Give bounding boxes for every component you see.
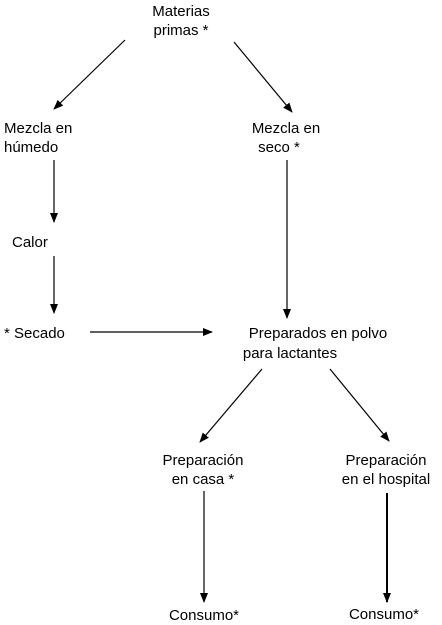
node-mezcla-humedo-line1: Mezcla en [4,120,72,137]
node-consumo-casa-label: Consumo* [169,607,239,624]
node-materias-primas-line2: primas * [153,22,208,39]
node-mezcla-humedo-line2: húmedo [4,139,58,156]
node-preparacion-casa-line1: Preparación [163,452,244,469]
node-preparados-polvo-line1: Preparados en polvo [249,325,387,342]
arrow-preparados-to-casa [199,368,263,443]
node-calor-label: Calor [12,234,48,251]
node-secado: * Secado [4,325,65,342]
arrow-materias-to-humedo [53,39,126,110]
node-materias-primas-line1: Materias [152,3,210,20]
node-mezcla-seco-line2: seco * [258,139,300,156]
node-preparacion-casa: Preparación en casa * [163,452,244,488]
node-consumo-casa: Consumo* [169,607,239,624]
arrow-materias-to-seco [233,41,293,113]
node-preparados-polvo: Preparados en polvo para lactantes [243,325,387,362]
node-preparacion-casa-line2: en casa * [172,471,235,488]
node-consumo-hospital-label: Consumo* [349,606,419,623]
node-materias-primas: Materias primas * [152,3,210,39]
arrow-preparados-to-hospital [329,368,390,442]
node-consumo-hospital: Consumo* [349,606,419,623]
node-preparacion-hospital-line2: en el hospital [342,471,430,488]
node-preparados-polvo-line2: para lactantes [243,345,337,362]
node-secado-label: * Secado [4,325,65,342]
node-mezcla-seco: Mezcla en seco * [252,120,320,156]
node-mezcla-humedo: Mezcla en húmedo [4,120,72,156]
node-preparacion-hospital-line1: Preparación [346,452,427,469]
node-mezcla-seco-line1: Mezcla en [252,120,320,137]
node-preparacion-hospital: Preparación en el hospital [342,452,430,488]
node-calor: Calor [12,234,48,251]
